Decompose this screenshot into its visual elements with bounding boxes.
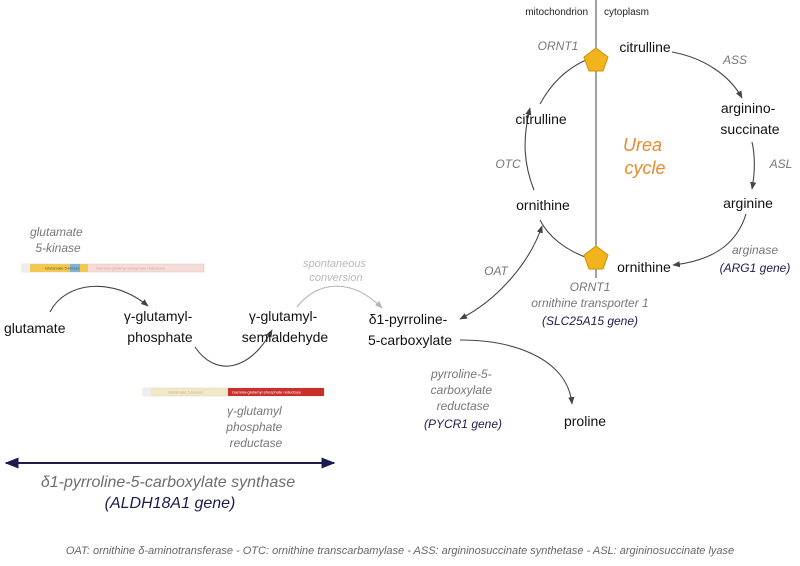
metabolite-pyrroline-5-carboxylate: δ1-pyrroline- 5-carboxylate: [368, 311, 452, 348]
enzyme-ornt1-bottom: ORNT1: [570, 280, 611, 294]
enzyme-otc: OTC: [495, 157, 521, 171]
gene-pycr1: (PYCR1 gene): [424, 417, 502, 431]
enzyme-glutamyl-phosphate-reductase: γ-glutamyl phosphate reductase: [225, 404, 285, 450]
synthase-gene: (ALDH18A1 gene): [105, 495, 236, 512]
arrow-p5c-to-proline: [459, 339, 575, 405]
metabolite-ornithine-cytoplasmic: ornithine: [617, 259, 671, 275]
ornt1-transporter-top-icon: [583, 47, 609, 72]
metabolite-citrulline-mitochondrial: citrulline: [515, 111, 567, 127]
arrow-ornithine-transport: [539, 219, 589, 259]
domain-label-kinase: Glutamate 5-kinase: [45, 266, 80, 271]
metabolite-citrulline-cytoplasmic: citrulline: [619, 39, 671, 55]
arrow-citrulline-transport: [539, 59, 587, 105]
domain-label-kinase-faded: Glutamate 5-kinase: [168, 390, 203, 395]
metabolite-arginine: arginine: [723, 195, 773, 211]
arrow-spontaneous-conversion: [296, 285, 383, 309]
metabolite-ornithine-mitochondrial: ornithine: [516, 197, 570, 213]
enzyme-asl: ASL: [769, 157, 793, 171]
arrow-citrulline-to-argininosuccinate: [671, 51, 743, 99]
arrow-arginine-to-ornithine: [672, 213, 747, 268]
domain-label-reductase-highlight: Gamma-glutamyl phosphate reductase: [232, 390, 302, 395]
domain-label-reductase: Gamma-glutamyl phosphate reductase: [96, 266, 166, 271]
urea-cycle-label: Urea cycle: [623, 135, 667, 178]
enzyme-ass: ASS: [722, 53, 747, 67]
metabolite-glutamate: glutamate: [4, 320, 66, 336]
enzyme-ornithine-transporter-1: ornithine transporter 1: [531, 296, 648, 310]
label-spontaneous-conversion: spontaneous conversion: [303, 258, 369, 284]
compartment-label-mitochondrion: mitochondrion: [525, 7, 588, 18]
abbreviations-footnote: OAT: ornithine δ-aminotransferase - OTC:…: [66, 545, 734, 557]
arrow-phosphate-to-semialdehyde: [194, 329, 273, 367]
metabolite-proline: proline: [564, 413, 606, 429]
arrow-glutamate-to-phosphate: [49, 285, 149, 313]
gene-slc25a15: (SLC25A15 gene): [542, 314, 638, 328]
metabolite-glutamyl-semialdehyde: γ-glutamyl- semialdehyde: [242, 308, 329, 345]
enzyme-glutamate-5-kinase: glutamate 5-kinase: [30, 225, 86, 255]
gene-arg1: (ARG1 gene): [720, 261, 791, 275]
metabolite-glutamyl-phosphate: γ-glutamyl- phosphate: [124, 308, 196, 345]
enzyme-arginase: arginase: [732, 243, 778, 257]
enzyme-pyrroline-5-carboxylate-reductase: pyrroline-5- carboxylate reductase: [430, 367, 495, 413]
synthase-domain-bar-reductase: Glutamate 5-kinase Gamma-glutamyl phosph…: [142, 387, 325, 397]
enzyme-ornt1-top: ORNT1: [538, 39, 579, 53]
arrow-ornithine-to-citrulline: [524, 107, 535, 191]
enzyme-oat: OAT: [484, 264, 509, 278]
arrow-argininosuccinate-to-arginine: [750, 141, 757, 190]
synthase-domain-bar-kinase: Glutamate 5-kinase Gamma-glutamyl phosph…: [21, 263, 205, 273]
ornt1-transporter-bottom-icon: [583, 245, 609, 270]
metabolite-argininosuccinate: arginino- succinate: [720, 100, 779, 137]
compartment-label-cytoplasm: cytoplasm: [604, 7, 649, 18]
arrow-oat-p5c-ornithine: [459, 225, 543, 320]
synthase-name: δ1-pyrroline-5-carboxylate synthase: [41, 474, 295, 491]
